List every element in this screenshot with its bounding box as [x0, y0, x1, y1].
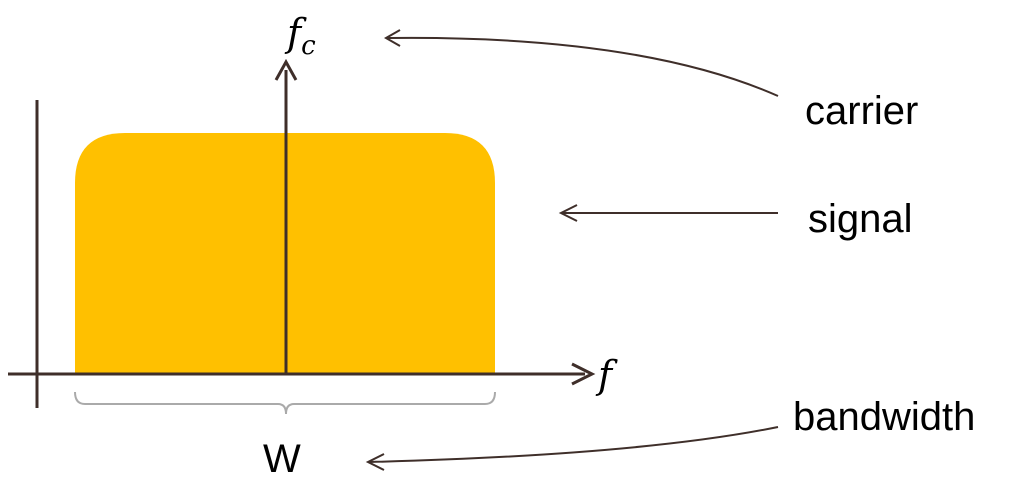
bandwidth-width-symbol: W: [263, 437, 301, 481]
bandwidth-pointer-arrowhead: [365, 453, 385, 471]
carrier-frequency-label: fc: [287, 11, 316, 61]
carrier-label: carrier: [805, 89, 919, 133]
bandwidth-label: bandwidth: [793, 395, 976, 439]
bandwidth-pointer: [369, 426, 779, 463]
frequency-axis-arrowhead: [571, 362, 596, 386]
frequency-axis-label: f: [598, 353, 613, 397]
bandwidth-brace: [74, 391, 496, 415]
signal-label: signal: [808, 197, 913, 241]
signal-pointer-arrowhead: [558, 204, 578, 222]
carrier-pointer-arrowhead: [383, 29, 401, 47]
carrier-line-arrowhead: [274, 58, 298, 81]
carrier-pointer: [387, 36, 779, 97]
